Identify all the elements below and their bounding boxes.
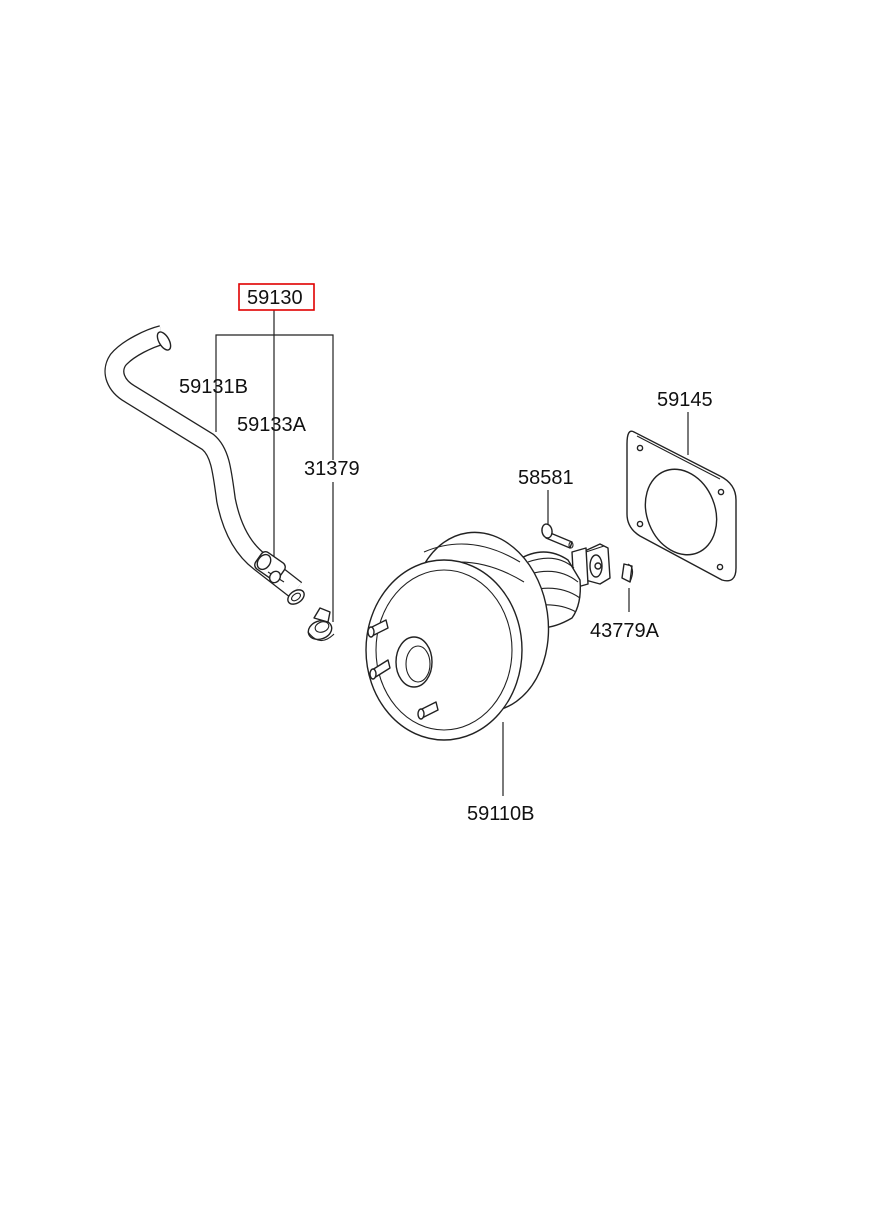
label-59130[interactable]: 59130 — [247, 287, 303, 309]
snap-pin — [621, 563, 634, 583]
clevis-pin — [541, 523, 574, 549]
label-59110b[interactable]: 59110B — [467, 803, 534, 825]
brake-booster — [365, 531, 611, 741]
check-valve — [254, 551, 286, 584]
leader-lines — [215, 310, 689, 796]
label-31379[interactable]: 31379 — [304, 458, 360, 480]
vacuum-hose — [104, 325, 305, 605]
label-59133a[interactable]: 59133A — [237, 414, 307, 436]
label-58581[interactable]: 58581 — [518, 467, 574, 489]
part-labels: 59130 59131B 59133A 31379 59145 58581 43… — [179, 283, 713, 825]
label-59131b[interactable]: 59131B — [179, 376, 248, 398]
label-43779a[interactable]: 43779A — [590, 620, 660, 642]
label-59145[interactable]: 59145 — [657, 389, 713, 411]
highlight-box — [238, 283, 315, 311]
gasket — [626, 430, 737, 582]
hose-clamp — [307, 607, 335, 642]
booster-studs — [367, 619, 439, 720]
